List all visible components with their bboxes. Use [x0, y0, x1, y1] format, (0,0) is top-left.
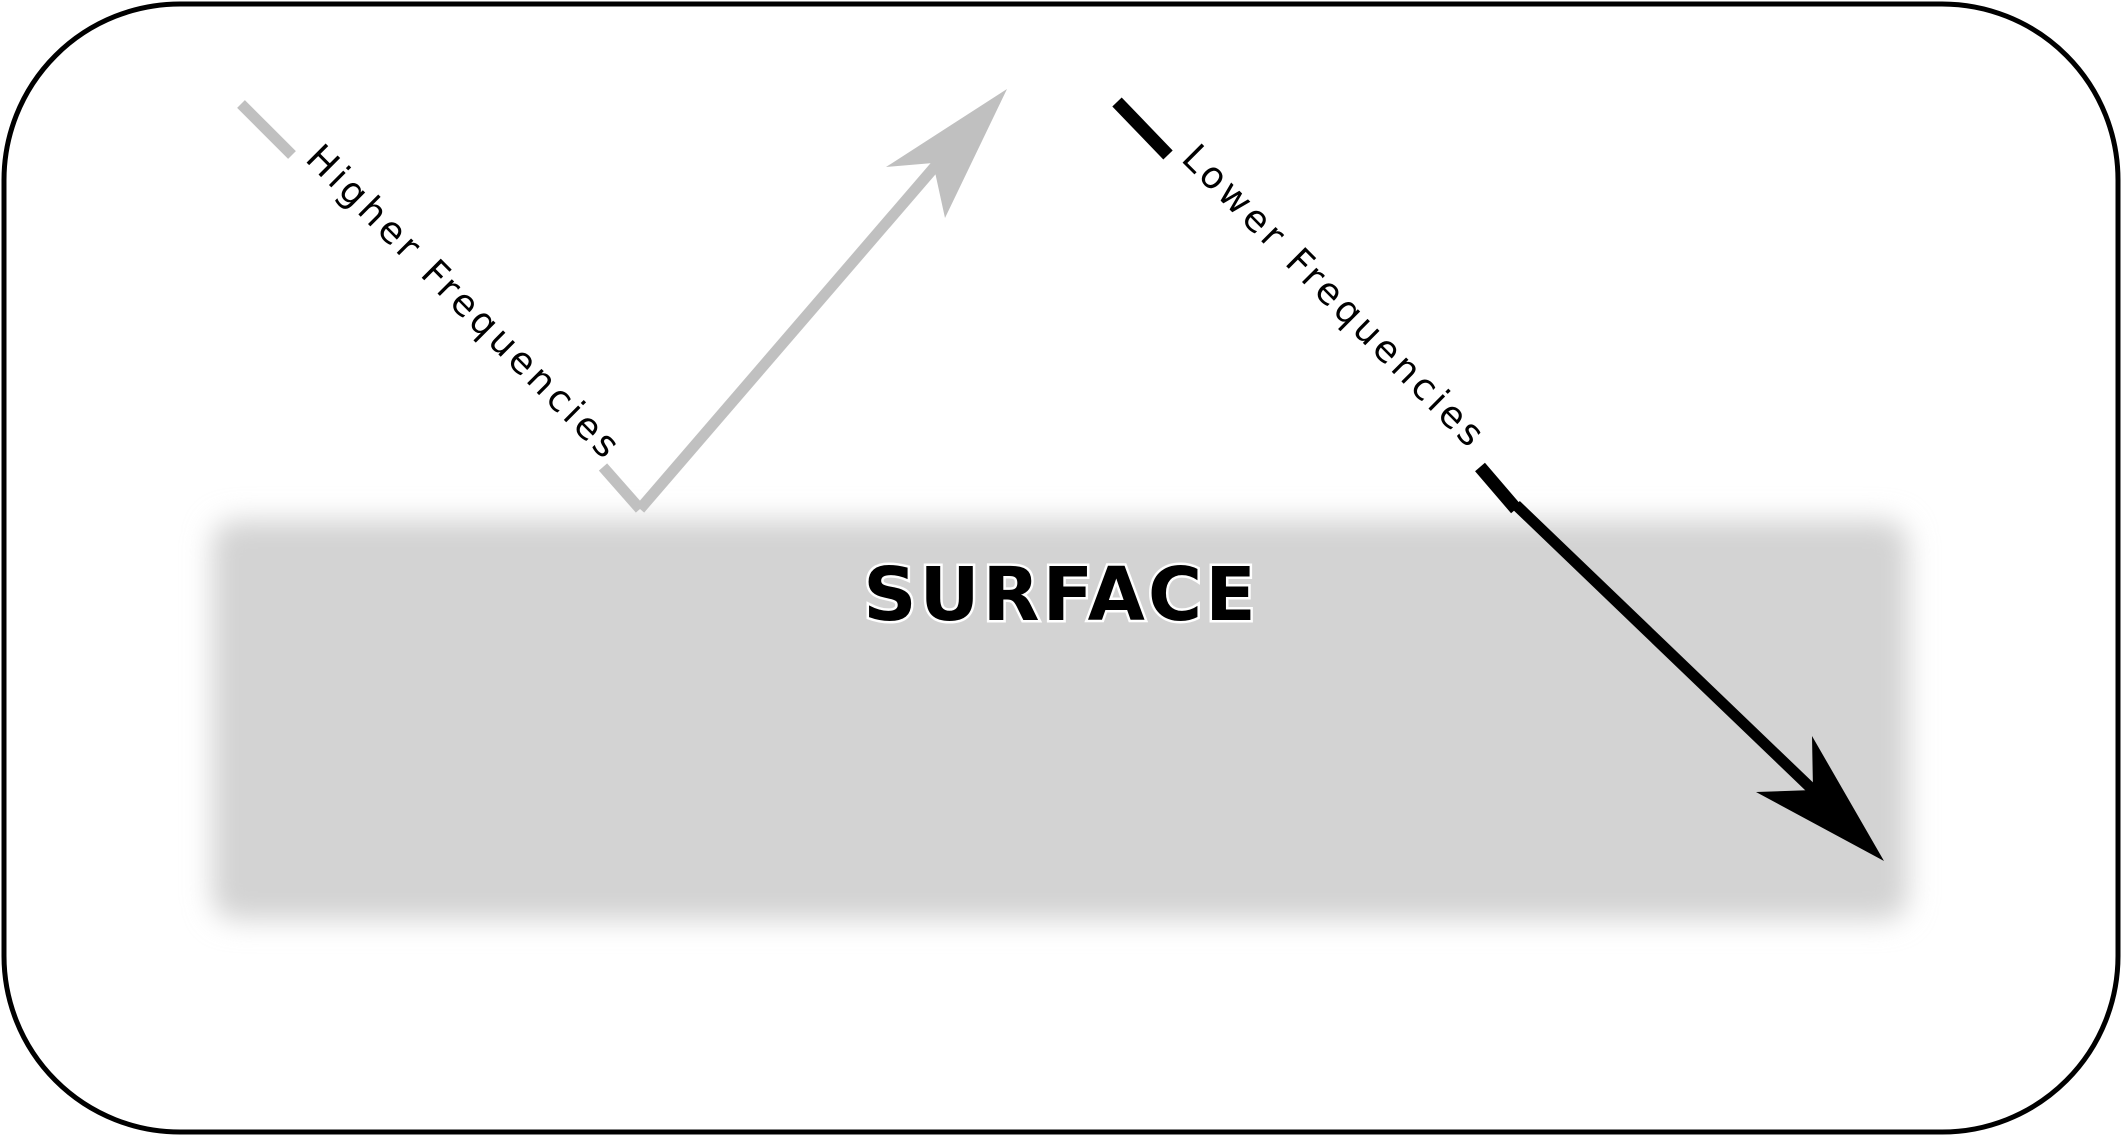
surface-region — [212, 520, 1908, 920]
high-frequency-incident-segment-bottom — [598, 463, 645, 513]
low-frequency-incident-segment-top — [1112, 97, 1173, 160]
surface-label: SURFACE — [863, 552, 1259, 638]
high-frequency-arrowhead — [886, 89, 1007, 218]
high-frequency-reflected-segment — [635, 159, 943, 513]
low-frequency-transmitted-segment — [1512, 501, 1819, 796]
high-frequency-incident-segment-top — [237, 100, 296, 159]
low-frequency-arrowhead — [1756, 736, 1884, 861]
low-frequency-incident-segment-bottom — [1475, 462, 1521, 514]
